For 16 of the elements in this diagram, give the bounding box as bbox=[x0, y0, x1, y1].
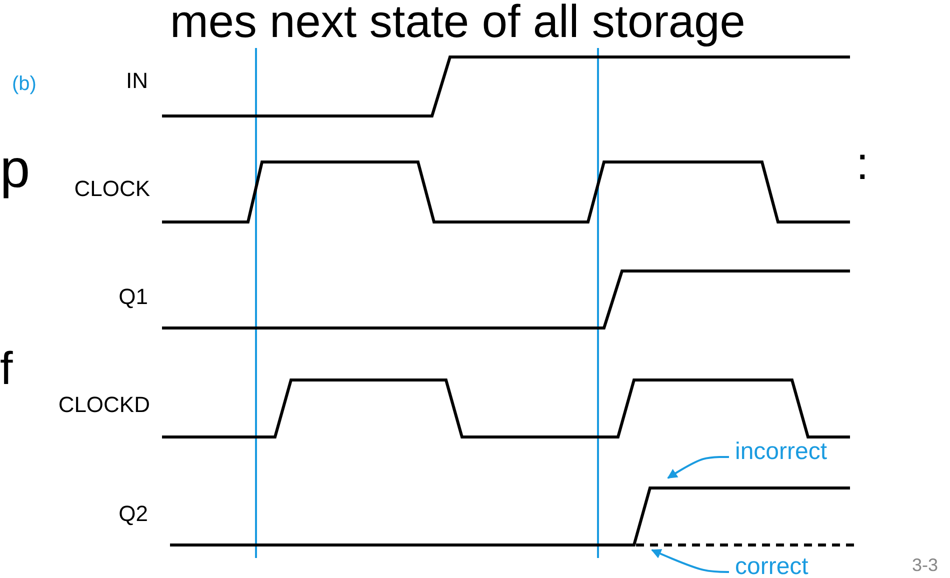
signal-name: CLOCKD bbox=[58, 394, 150, 416]
leader-arrow bbox=[651, 549, 729, 573]
page-number: 3-3 bbox=[912, 556, 938, 574]
signal-name: Q1 bbox=[118, 286, 148, 308]
annotation-label: correct bbox=[735, 555, 808, 578]
waveform bbox=[170, 486, 850, 546]
slide-text: p bbox=[0, 142, 30, 196]
leader-arrow bbox=[667, 456, 730, 479]
slide-text: mes next state of all storage bbox=[170, 0, 746, 44]
annotation-label: incorrect bbox=[735, 440, 828, 464]
slide-text: f bbox=[0, 345, 13, 391]
slide-text: : bbox=[856, 140, 869, 186]
panel-label: (b) bbox=[12, 74, 36, 94]
signal-name: IN bbox=[126, 70, 148, 92]
signal-name: Q2 bbox=[118, 503, 148, 525]
signal-name: CLOCK bbox=[74, 178, 150, 200]
